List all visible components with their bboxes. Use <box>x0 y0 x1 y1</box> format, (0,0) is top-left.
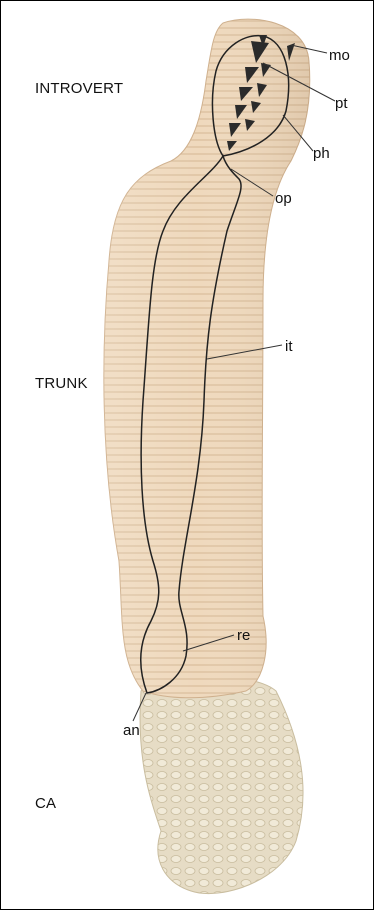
caudal-appendage-shape <box>140 676 303 894</box>
region-label-trunk: TRUNK <box>35 375 88 392</box>
part-label-intestine: it <box>285 338 293 355</box>
part-label-mouth: mo <box>329 47 350 64</box>
part-label-oesophagus: op <box>275 190 292 207</box>
part-label-anus: an <box>123 722 140 739</box>
part-label-pharynx: ph <box>313 145 330 162</box>
region-label-caudal-appendage: CA <box>35 795 56 812</box>
part-label-pharyngeal-teeth: pt <box>335 95 348 112</box>
region-label-introvert: INTROVERT <box>35 80 123 97</box>
part-label-rectum: re <box>237 627 250 644</box>
